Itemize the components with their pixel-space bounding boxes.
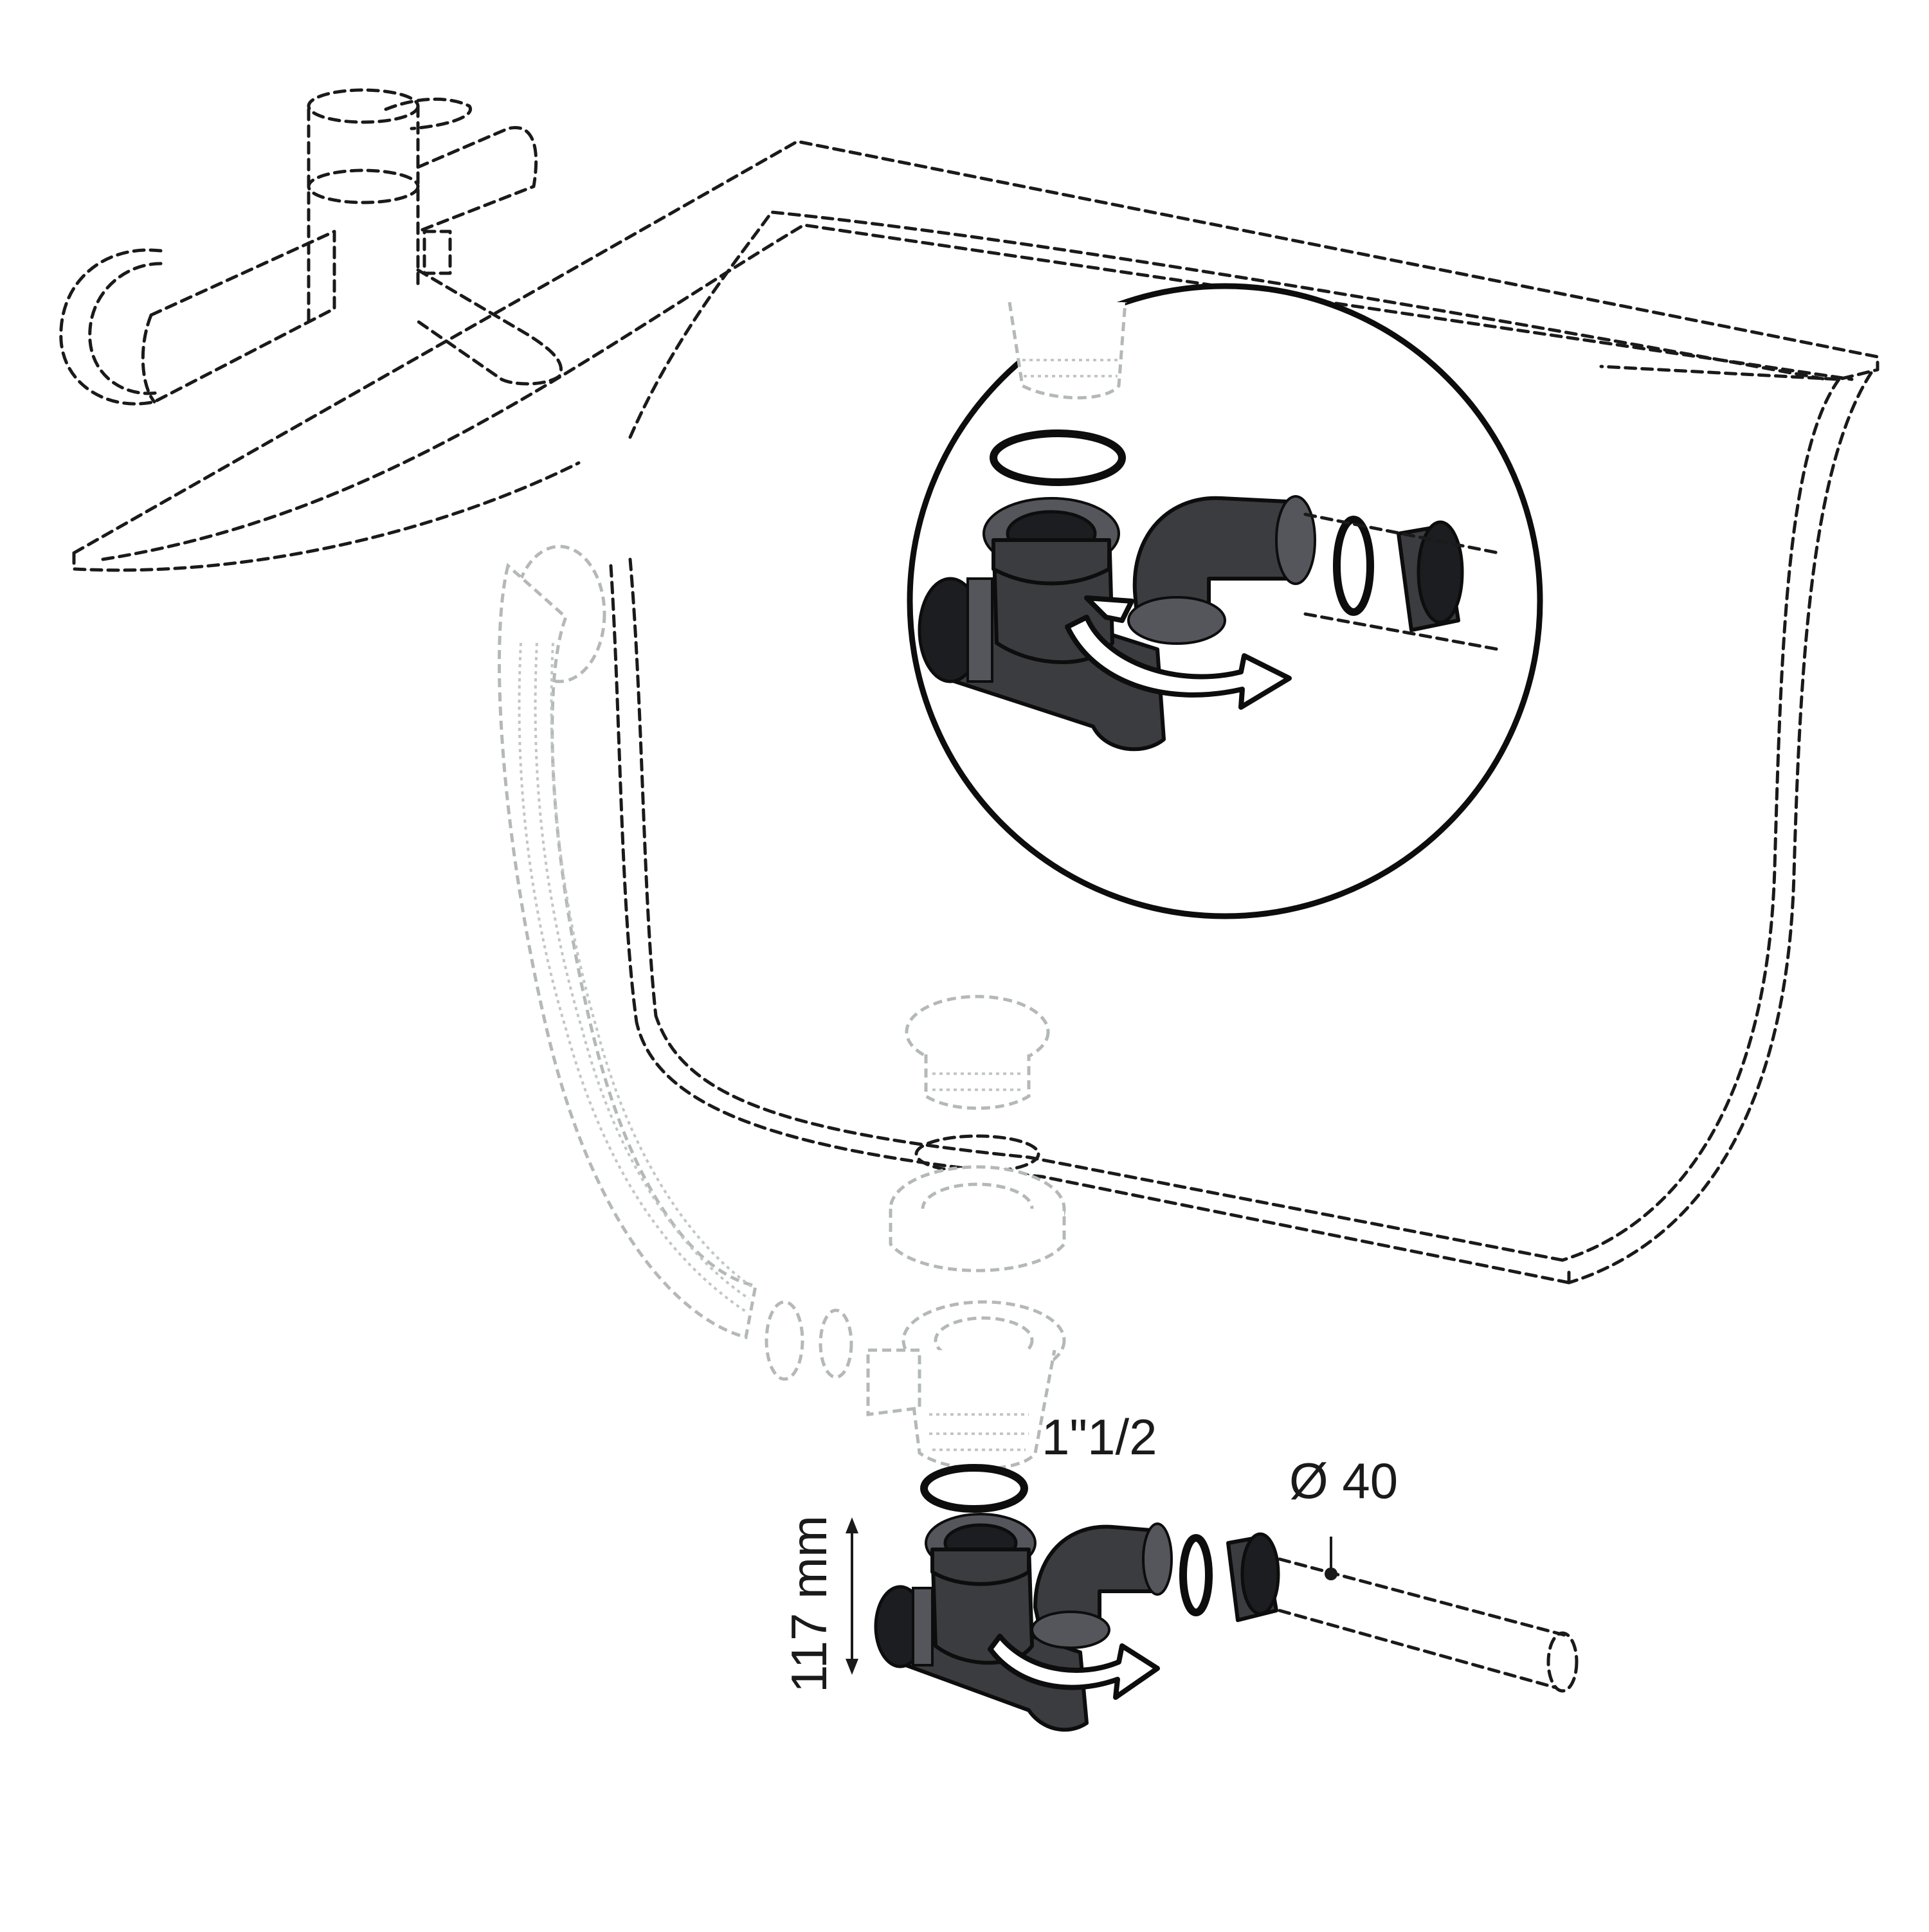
pipe-seal-ring: [1179, 1534, 1213, 1616]
drain-plug-ghost: [905, 995, 1050, 1110]
height-dimension: 117 mm: [781, 1515, 858, 1693]
detail-seal-ring: [990, 429, 1126, 486]
pipe-diameter-label: Ø 40: [1289, 1452, 1398, 1509]
thread-size-label: 1"1/2: [1042, 1409, 1157, 1465]
height-label: 117 mm: [781, 1515, 837, 1693]
diameter-callout: Ø 40: [1289, 1452, 1398, 1580]
detail-pipe-ring: [1333, 516, 1374, 616]
drain-flange-ghost: [889, 1165, 1066, 1272]
overflow-hose-ghost: [498, 545, 853, 1381]
trap-assembly-main: [874, 1464, 1579, 1732]
detail-rotation-arrow-icon: [1065, 615, 1292, 710]
trap-seal-ring: [920, 1464, 1028, 1513]
detail-rotation-arrowhead-icon: [1084, 595, 1134, 623]
drain-body-ghost: [866, 1300, 1066, 1470]
rotation-arrow-icon: [988, 1634, 1160, 1700]
bath-faucet: [59, 88, 563, 406]
detail-magnifier: [907, 283, 1543, 919]
